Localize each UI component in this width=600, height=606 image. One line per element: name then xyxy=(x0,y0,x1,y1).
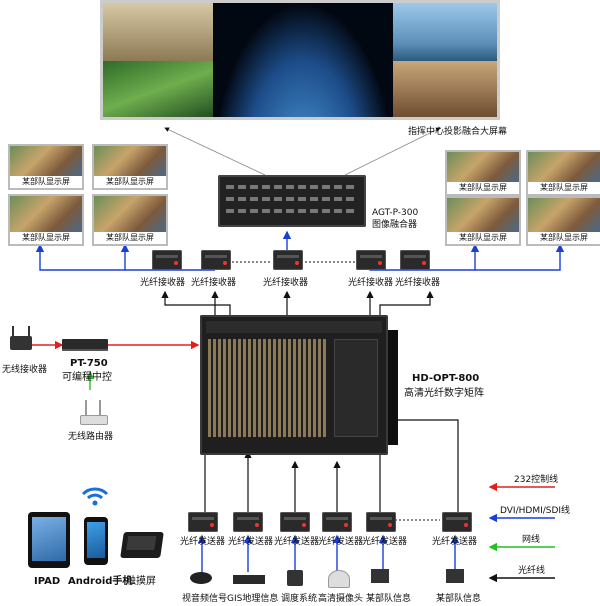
controller-model: PT-750 xyxy=(70,358,108,369)
fiber-transmitter xyxy=(442,512,472,532)
fiber-receiver-label: 光纤接收器 xyxy=(263,278,309,288)
city-image xyxy=(393,3,497,61)
router-device xyxy=(80,400,108,425)
fiber-transmitter-label: 光纤发送器 xyxy=(362,537,408,547)
display-screen: 某部队显示屏 xyxy=(526,150,600,196)
fiber-transmitter xyxy=(233,512,263,532)
display-screen: 某部队显示屏 xyxy=(92,194,168,246)
fiber-receiver xyxy=(273,250,303,270)
fusion-device-name: 图像融合器 xyxy=(372,220,418,230)
spacecraft-image xyxy=(213,3,393,117)
source-label: 某部队信息 xyxy=(436,594,482,604)
forest-image xyxy=(103,61,213,117)
ipad-device xyxy=(28,512,70,568)
computer-icon xyxy=(446,569,464,583)
fiber-transmitter xyxy=(366,512,396,532)
ipad-label: IPAD xyxy=(34,576,61,587)
fiber-receiver xyxy=(400,250,430,270)
wireless-receiver-device xyxy=(10,326,32,350)
fiber-receiver-label: 光纤接收器 xyxy=(395,278,441,288)
fiber-transmitter-label: 光纤发送器 xyxy=(274,537,320,547)
fiber-transmitter xyxy=(280,512,310,532)
fiber-transmitter-label: 光纤发送器 xyxy=(180,537,226,547)
legend-label: 232控制线 xyxy=(514,475,559,485)
dispatch-device xyxy=(287,570,303,586)
source-label: 高清摄像头 xyxy=(318,594,364,604)
matrix-name: 高清光纤数字矩阵 xyxy=(404,388,484,399)
android-label: Android手机 xyxy=(68,576,133,587)
fiber-transmitter-label: 光纤发送器 xyxy=(432,537,478,547)
legend-label: DVI/HDMI/SDI线 xyxy=(500,506,571,516)
touch-panel xyxy=(120,532,164,558)
matrix-card-slots xyxy=(208,339,328,437)
fiber-receiver xyxy=(356,250,386,270)
display-screen: 某部队显示屏 xyxy=(8,194,84,246)
source-label: 视音频信号 xyxy=(182,594,228,604)
router-label: 无线路由器 xyxy=(68,432,114,442)
source-label: 某部队信息 xyxy=(366,594,412,604)
legend-label: 光纤线 xyxy=(518,566,546,576)
fiber-transmitter-label: 光纤发送器 xyxy=(318,537,364,547)
display-screen: 某部队显示屏 xyxy=(526,196,600,246)
fiber-transmitter-label: 光纤发送器 xyxy=(228,537,274,547)
source-label: GIS地理信息 xyxy=(227,594,279,604)
gis-device xyxy=(233,575,265,584)
matrix-model: HD-OPT-800 xyxy=(412,373,480,384)
computer-icon xyxy=(371,569,389,583)
av-source-device xyxy=(190,572,212,584)
legend-label: 网线 xyxy=(522,535,541,545)
source-label: 调度系统 xyxy=(281,594,318,604)
android-phone xyxy=(84,517,108,565)
big-screen-caption: 指挥中心投影融合大屏幕 xyxy=(408,127,508,137)
fusion-device-model: AGT-P-300 xyxy=(372,208,419,218)
display-screen: 某部队显示屏 xyxy=(445,150,521,196)
display-screen: 某部队显示屏 xyxy=(8,144,84,190)
controller-name: 可编程中控 xyxy=(62,372,112,383)
display-screen: 某部队显示屏 xyxy=(445,196,521,246)
hd-camera-device xyxy=(328,570,350,588)
wireless-receiver-label: 无线接收器 xyxy=(2,365,48,375)
soldiers-image xyxy=(103,3,213,61)
fiber-receiver-label: 光纤接收器 xyxy=(191,278,237,288)
touch-panel-label: 触摸屏 xyxy=(126,576,156,587)
fiber-receiver xyxy=(152,250,182,270)
controller-device xyxy=(62,339,108,351)
fiber-receiver-label: 光纤接收器 xyxy=(140,278,186,288)
matrix-side-panel xyxy=(388,330,398,445)
pilots-image xyxy=(393,61,497,117)
fiber-transmitter xyxy=(322,512,352,532)
optical-matrix xyxy=(200,315,388,455)
wifi-icon xyxy=(80,482,110,508)
fiber-receiver xyxy=(201,250,231,270)
display-screen: 某部队显示屏 xyxy=(92,144,168,190)
fusion-device xyxy=(218,175,366,227)
fiber-receiver-label: 光纤接收器 xyxy=(348,278,394,288)
fiber-transmitter xyxy=(188,512,218,532)
big-screen xyxy=(100,0,500,120)
